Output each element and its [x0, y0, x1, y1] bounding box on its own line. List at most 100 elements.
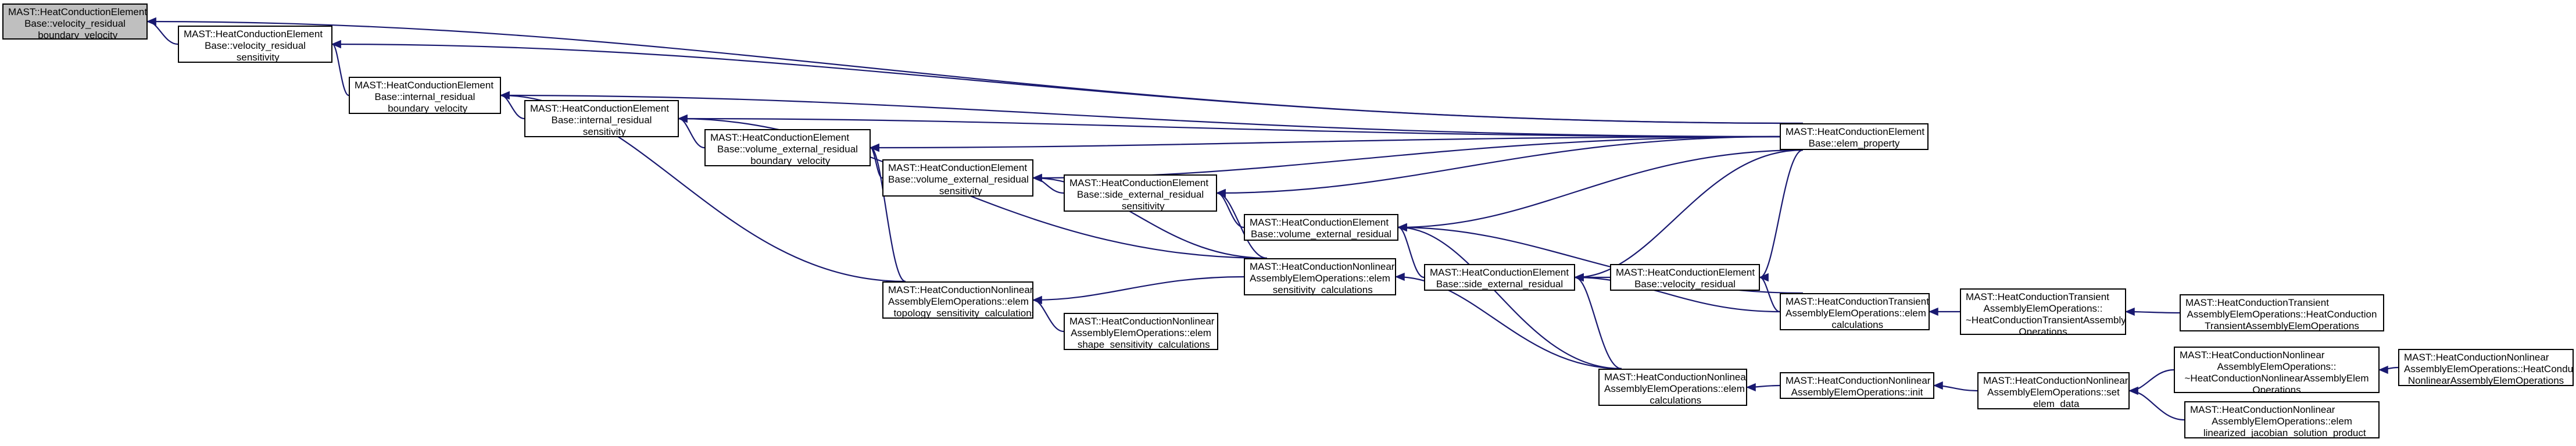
node-label-line: MAST::HeatConductionNonlinear — [1786, 375, 1931, 386]
call-edge — [500, 94, 525, 120]
node-label-line: _sensitivity — [933, 185, 982, 197]
node-label-line: MAST::HeatConductionElement — [530, 103, 670, 114]
call-edge — [678, 117, 705, 149]
node-label-line: Base::velocity_residual — [205, 40, 306, 51]
call-edge — [1398, 226, 1425, 279]
call-edge — [500, 94, 1780, 138]
node-label-line: AssemblyElemOperations:: — [1983, 303, 2103, 314]
node-label-line: AssemblyElemOperations:: — [2217, 361, 2337, 372]
arrowhead — [2378, 365, 2388, 374]
node-label-line: MAST::HeatConductionNonlinear — [2180, 349, 2325, 361]
node-label-line: NonlinearAssemblyElemOperations — [2407, 375, 2564, 386]
call-edge — [1759, 276, 1780, 313]
node-label-line: _sensitivity_calculations — [1267, 284, 1373, 295]
node-label-line: _topology_sensitivity_calculations — [888, 308, 1033, 319]
arrowhead — [1032, 173, 1042, 183]
node-label-line: MAST::HeatConductionElement — [1430, 267, 1569, 278]
call-edge — [147, 20, 178, 45]
node-label-line: MAST::HeatConductionTransient — [1966, 291, 2109, 302]
node-label-line: AssemblyElemOperations::elem — [1604, 383, 1745, 394]
node-label-line: _calculations — [1644, 395, 1702, 406]
call-edge — [1033, 299, 1064, 333]
node-label-line: MAST::HeatConductionElement — [710, 132, 850, 143]
arrowhead — [1933, 381, 1943, 390]
arrowhead — [1395, 272, 1405, 281]
call-edge — [1033, 276, 1244, 301]
node-label-line: Base::velocity_residual — [1634, 279, 1736, 290]
node-label-line: Base::internal_residual — [551, 115, 652, 126]
arrowhead — [1216, 188, 1226, 198]
arrowhead — [1397, 223, 1407, 232]
node-label-line: Base::elem_property — [1808, 138, 1900, 149]
arrowhead — [870, 143, 879, 152]
arrowhead — [1032, 295, 1042, 305]
node-label-line: _elem_data — [2027, 398, 2080, 409]
arrowhead — [500, 91, 510, 100]
node-label-line: MAST::HeatConductionNonlinear — [1250, 261, 1395, 272]
node-label-line: _calculations — [1826, 319, 1884, 330]
node-label-line: MAST::HeatConductionNonlinear — [1983, 375, 2128, 386]
node-label-line: MAST::HeatConductionNonlinear — [2190, 404, 2335, 415]
call-edge — [1575, 149, 1804, 279]
arrowhead — [2128, 386, 2138, 395]
node-label-line: MAST::HeatConductionTransient — [1786, 296, 1929, 307]
node-label-line: Operations — [2252, 384, 2301, 393]
call-edge — [1398, 149, 1804, 229]
arrowhead — [1574, 273, 1584, 282]
node-label-line: MAST::HeatConductionElement — [1069, 177, 1209, 188]
call-edge — [1217, 135, 1780, 194]
node-label-line: _linearized_jacobian_solution_product — [2198, 427, 2366, 438]
node-label-line: MAST::HeatConductionNonlinear — [2404, 352, 2549, 363]
node-label-line: _shape_sensitivity_calculations — [1072, 339, 1210, 350]
call-edge — [331, 43, 349, 97]
call-edge — [1575, 276, 1780, 313]
node-label-line: MAST::HeatConductionElement — [1616, 267, 1755, 278]
node-label-line: Base::internal_residual — [374, 91, 475, 102]
node-label-line: MAST::HeatConductionElement — [184, 28, 323, 40]
call-edge — [870, 135, 1780, 149]
arrowhead — [678, 114, 688, 123]
node-label-line: AssemblyElemOperations::HeatConduction — [2187, 309, 2377, 320]
node-label-line: Base::side_external_residual — [1076, 189, 1204, 200]
arrowhead — [1746, 383, 1756, 392]
call-edge — [1398, 226, 1622, 370]
arrowhead — [146, 17, 156, 26]
node-label-line: MAST::HeatConductionElement — [888, 162, 1028, 173]
call-edge — [1217, 192, 1244, 229]
node-label-line: AssemblyElemOperations::set — [1987, 387, 2120, 398]
call-edge — [1575, 276, 1622, 370]
node-label-line: MAST::HeatConductionNonlinear — [888, 284, 1033, 295]
call-edge — [678, 117, 1780, 138]
node-label-line: _boundary_velocity — [32, 30, 118, 40]
node-label-line: AssemblyElemOperations::elem — [2212, 416, 2352, 427]
node-label-line: AssemblyElemOperations::elem — [1786, 308, 1926, 319]
node-label-line: Base::side_external_residual — [1436, 279, 1564, 290]
node-label-line: _boundary_velocity — [745, 155, 831, 166]
node-label-line: _boundary_velocity — [382, 103, 468, 114]
call-edge — [1759, 149, 1804, 279]
node-label-line: AssemblyElemOperations::HeatConduction — [2404, 363, 2574, 374]
